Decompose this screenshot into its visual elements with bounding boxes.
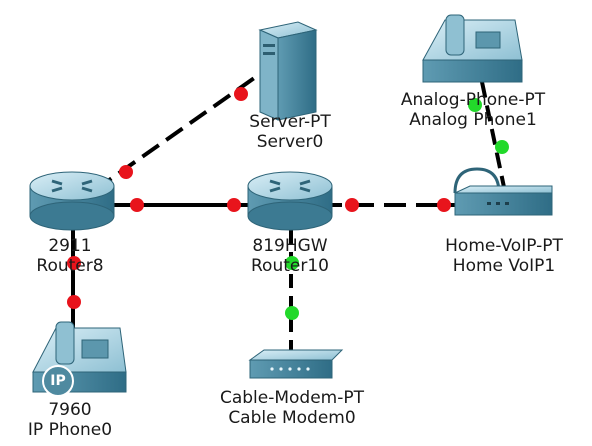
- ip-phone0-name: IP Phone0: [27, 420, 113, 440]
- router10-name: Router10: [251, 256, 329, 276]
- link-status-layer: [67, 87, 509, 320]
- ip-badge: [42, 365, 74, 397]
- cable-modem-icon[interactable]: [248, 349, 344, 379]
- ip-phone-icon[interactable]: [32, 321, 127, 397]
- analog-phone1-label: Analog-Phone-PT Analog Phone1: [382, 90, 564, 130]
- router10-model: 819HGW: [252, 236, 328, 256]
- home-voip1-name: Home VoIP1: [452, 256, 556, 276]
- cable-modem0-label: Cable-Modem-PT Cable Modem0: [186, 388, 398, 428]
- router10-label: 819HGW Router10: [228, 236, 352, 276]
- router8-name: Router8: [36, 256, 104, 276]
- server0-model: Server-PT: [249, 112, 331, 132]
- server0-name: Server0: [256, 132, 324, 152]
- ip-phone0-model: 7960: [48, 400, 92, 420]
- status-dot-down: [234, 87, 248, 101]
- cable-modem0-name: Cable Modem0: [228, 408, 356, 428]
- status-dot-down: [130, 198, 144, 212]
- home-voip1-model: Home-VoIP-PT: [445, 236, 563, 256]
- status-dot-down: [67, 295, 81, 309]
- router8-label: 2911 Router8: [14, 236, 126, 276]
- server-icon[interactable]: [258, 21, 318, 121]
- home-voip-icon[interactable]: [453, 167, 553, 216]
- status-dot-up: [495, 140, 509, 154]
- router8-model: 2911: [48, 236, 92, 256]
- home-voip1-label: Home-VoIP-PT Home VoIP1: [420, 236, 588, 276]
- ip-phone0-badge-text: IP: [50, 373, 66, 389]
- analog-phone-icon[interactable]: [422, 14, 523, 83]
- status-dot-down: [67, 256, 81, 270]
- router-icon[interactable]: [29, 171, 115, 231]
- ip-phone0-label: 7960 IP Phone0: [0, 400, 140, 440]
- status-dot-down: [227, 198, 241, 212]
- status-dot-down: [437, 198, 451, 212]
- router-icon[interactable]: [247, 171, 333, 231]
- status-dot-down: [345, 198, 359, 212]
- status-dot-up: [285, 306, 299, 320]
- cable-modem0-model: Cable-Modem-PT: [219, 388, 365, 408]
- status-dot-up: [285, 256, 299, 270]
- server0-label: Server-PT Server0: [230, 112, 350, 152]
- status-dot-down: [119, 165, 133, 179]
- status-dot-up: [468, 98, 482, 112]
- analog-phone1-model: Analog-Phone-PT: [400, 90, 546, 110]
- link-analogphone1-homevoip1[interactable]: [480, 81, 507, 193]
- analog-phone1-name: Analog Phone1: [409, 110, 537, 130]
